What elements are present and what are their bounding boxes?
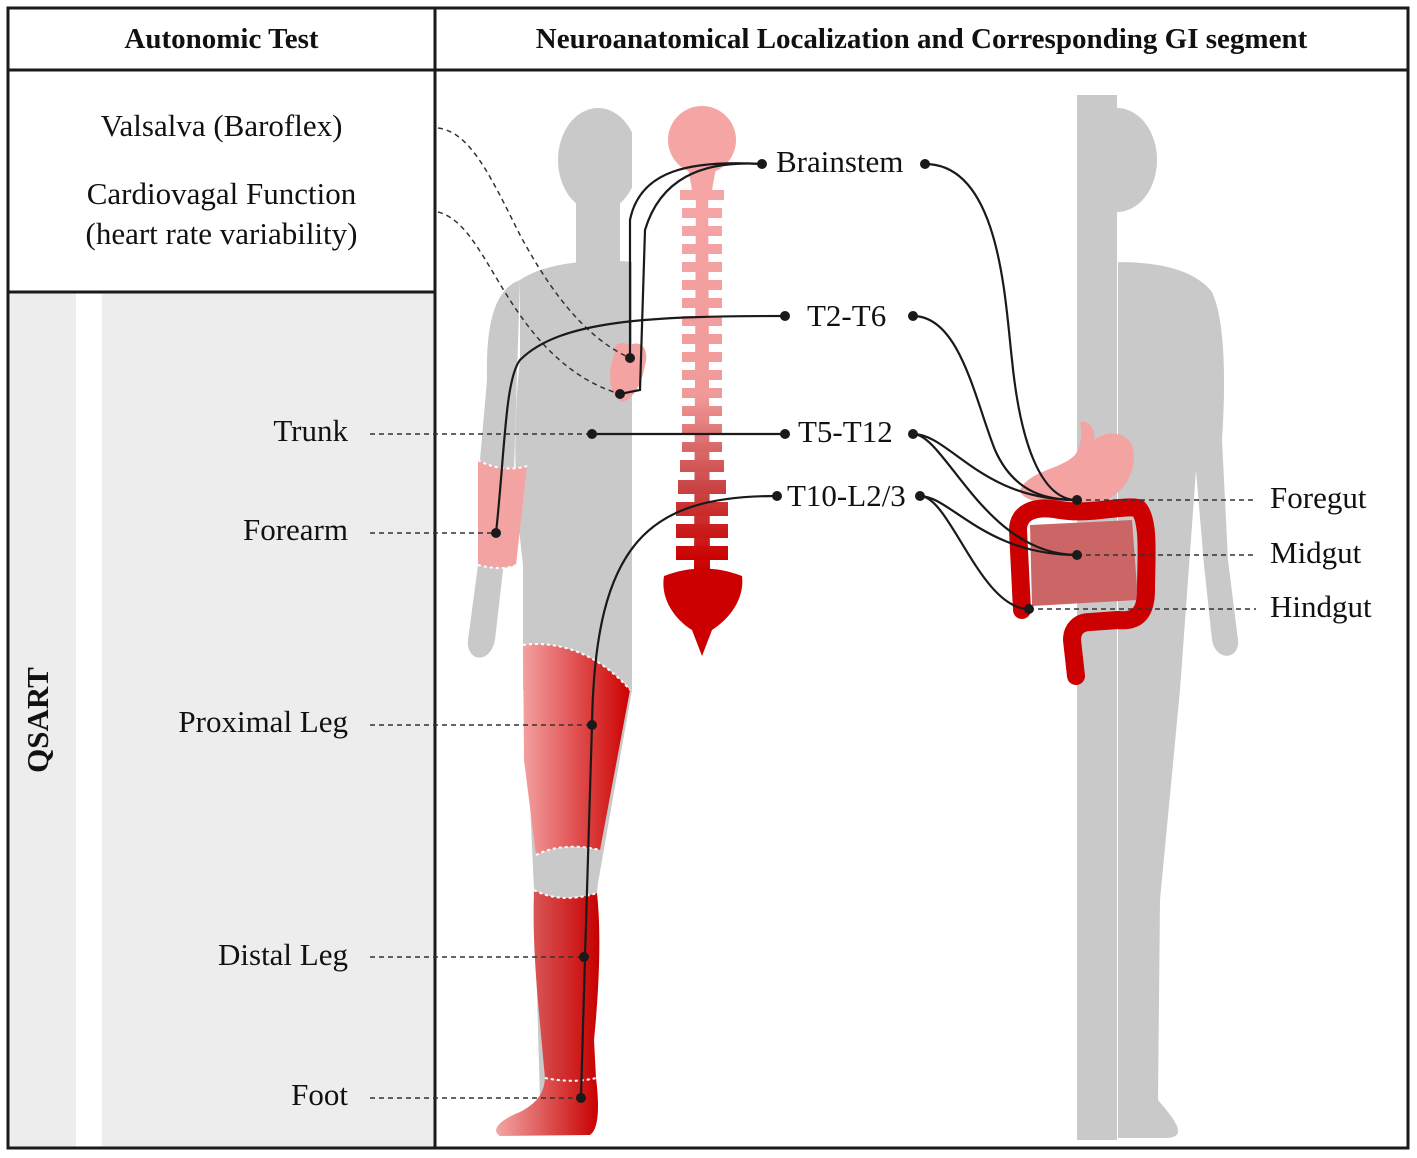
label-cardiovagal-2: (heart rate variability) <box>85 216 358 251</box>
dashed-leaders <box>370 127 1256 1099</box>
connector-dots <box>491 159 1082 1103</box>
label-forearm: Forearm <box>242 512 348 547</box>
qsart-label: QSART <box>6 640 70 800</box>
label-trunk: Trunk <box>273 413 348 448</box>
thigh-highlight <box>523 644 630 855</box>
label-foregut: Foregut <box>1270 480 1367 515</box>
label-valsalva: Valsalva (Baroflex) <box>100 108 343 143</box>
label-foot: Foot <box>291 1077 348 1112</box>
label-t10-l2: T10-L2/3 <box>787 478 906 513</box>
label-distal-leg: Distal Leg <box>218 937 348 972</box>
table-grid <box>6 6 1410 1150</box>
label-t5-t12: T5-T12 <box>798 414 893 449</box>
header-localization: Neuroanatomical Localization and Corresp… <box>535 22 1308 55</box>
foot-highlight <box>496 1078 598 1136</box>
label-brainstem: Brainstem <box>776 144 904 179</box>
colon <box>1009 498 1156 685</box>
label-midgut: Midgut <box>1270 535 1362 570</box>
vertebrae <box>676 190 728 560</box>
spinal-cord-icon <box>663 106 743 656</box>
label-t2-t6: T2-T6 <box>807 298 887 333</box>
label-proximal-leg: Proximal Leg <box>178 704 348 739</box>
heart-icon <box>610 342 647 402</box>
nerve-connectors <box>494 162 1078 1099</box>
distal-leg-highlight <box>533 890 600 1081</box>
label-cardiovagal-1: Cardiovagal Function <box>86 176 357 211</box>
forearm-highlight <box>478 460 527 569</box>
header-autonomic-test: Autonomic Test <box>124 22 319 55</box>
label-hindgut: Hindgut <box>1270 589 1372 624</box>
small-intestine <box>1030 520 1138 606</box>
qsart-divider-strip <box>76 292 102 1148</box>
qsart-text: QSART <box>20 667 55 773</box>
